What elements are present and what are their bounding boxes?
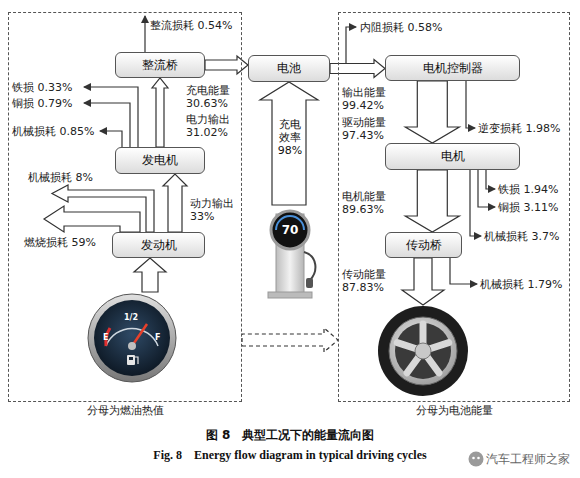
flow-label: 驱动能量 97.43% — [342, 116, 392, 142]
loss-label: 机械损耗 8% — [28, 171, 93, 184]
box-text: 电机控制器 — [423, 60, 483, 77]
flow-label: 输出能量 99.42% — [342, 86, 392, 112]
loss-arrow — [470, 170, 481, 236]
loss-arrow — [450, 258, 477, 284]
box-text: 传动桥 — [406, 237, 442, 254]
loss-label: 燃烧损耗 59% — [24, 236, 96, 249]
watermark-icon — [469, 452, 484, 467]
flow-arrow — [405, 81, 459, 143]
flow-arrow — [163, 174, 187, 232]
loss-arrow — [100, 131, 122, 147]
loss-arrow — [478, 170, 495, 207]
process-box: 电机 — [385, 143, 520, 170]
caption: 图 8 典型工况下的能量流向图 — [0, 428, 580, 443]
battery-box: 电池 — [248, 55, 330, 82]
loss-label: 整流损耗 0.54% — [150, 19, 232, 32]
fuel-gauge — [88, 294, 176, 382]
loss-label: 铁损 0.33% — [12, 81, 72, 94]
process-box: 整流桥 — [115, 52, 205, 78]
efficiency-label: 充电效率 98% — [276, 118, 304, 157]
gauge-mark: 1/2 — [124, 313, 138, 323]
loss-arrow — [466, 81, 475, 128]
box-text: 整流桥 — [142, 57, 178, 74]
loss-label: 铜损 3.11% — [498, 201, 558, 214]
box-text: 发电机 — [142, 152, 178, 169]
loss-label: 机械损耗 0.85% — [12, 125, 94, 138]
loss-arrow — [486, 170, 495, 189]
loss-label: 铜损 0.79% — [12, 97, 72, 110]
loss-arrow — [144, 16, 145, 52]
loss-arrow — [346, 27, 356, 63]
flow-label: 电机能量 89.63% — [342, 190, 392, 216]
flow-label: 充电能量 30.63% — [186, 84, 238, 110]
wheel — [378, 306, 468, 396]
region-heading: 分母为电池能量 — [339, 404, 569, 417]
flow-arrow — [405, 170, 459, 232]
flow-label: 电力输出 31.02% — [186, 113, 238, 139]
process-box: 电机控制器 — [385, 55, 520, 81]
watermark: 汽车工程师之家 — [486, 452, 570, 467]
loss-arrow — [84, 87, 138, 147]
drive-arrow — [402, 258, 444, 305]
flow-arrow — [152, 78, 168, 147]
charger-display: 70 — [278, 223, 302, 237]
flow-arrow — [242, 328, 338, 352]
region-heading: 分母为燃油热值 — [9, 404, 241, 417]
box-text: 电池 — [277, 60, 301, 77]
process-box: 传动桥 — [385, 232, 462, 258]
flow-label: 动力输出 33% — [190, 197, 238, 223]
process-box: 发动机 — [112, 232, 205, 258]
loss-label: 机械损耗 3.7% — [484, 230, 559, 243]
loss-label: 铁损 1.94% — [498, 183, 558, 196]
flow-label: 传动能量 87.83% — [342, 268, 392, 294]
charging-station — [268, 211, 315, 298]
box-text: 发动机 — [141, 237, 177, 254]
loss-label: 机械损耗 1.79% — [480, 278, 562, 291]
fuel-arrow — [134, 258, 166, 292]
loss-label: 逆变损耗 1.98% — [478, 122, 560, 135]
gauge-mark: F — [155, 333, 160, 343]
box-text: 电机 — [441, 148, 465, 165]
loss-block-arrow — [44, 206, 140, 232]
loss-label: 内阻损耗 0.58% — [360, 21, 442, 34]
gauge-mark: E — [103, 333, 108, 343]
process-box: 发电机 — [115, 147, 205, 174]
charge-arrow — [260, 82, 318, 205]
